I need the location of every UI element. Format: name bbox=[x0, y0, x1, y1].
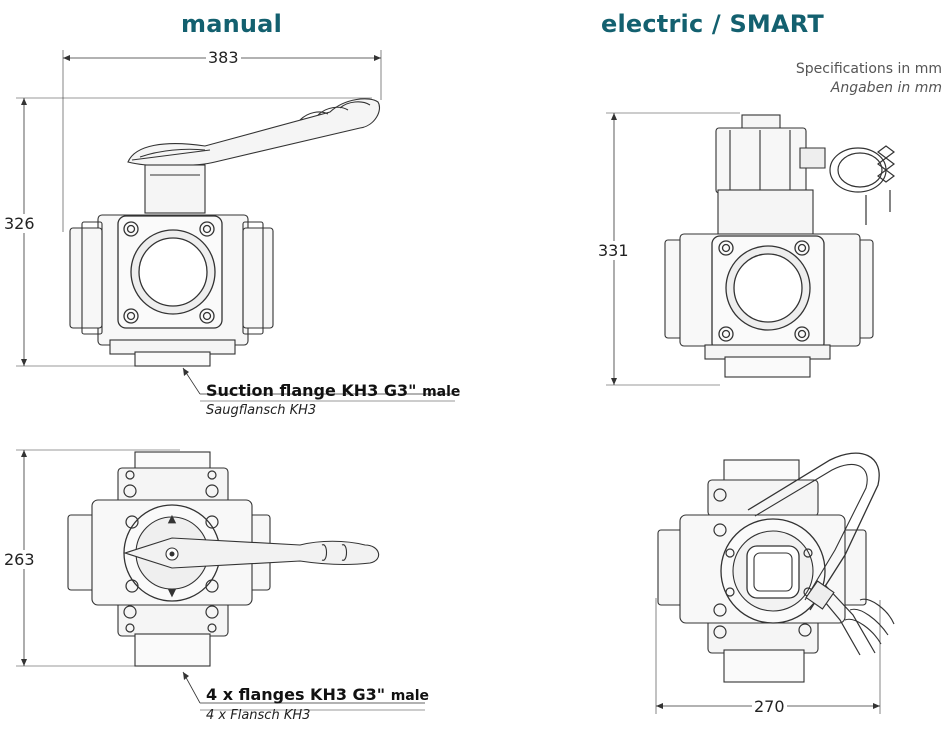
svg-text:▲: ▲ bbox=[168, 512, 177, 525]
dimension-manual-top-height: 263 bbox=[4, 550, 35, 569]
flanges-label: 4 x flanges KH3 G3" male bbox=[206, 685, 429, 704]
suction-flange-german: Saugflansch KH3 bbox=[206, 403, 317, 418]
manual-top-view: ▲ ▼ bbox=[16, 449, 425, 711]
manual-front-view bbox=[16, 50, 455, 402]
electric-front-view bbox=[606, 112, 895, 386]
dimension-manual-width: 383 bbox=[206, 48, 241, 67]
suction-flange-main: Suction flange KH3 G3" bbox=[206, 381, 417, 400]
flanges-main: 4 x flanges KH3 G3" bbox=[206, 685, 386, 704]
electric-top-view bbox=[655, 452, 895, 714]
svg-text:▼: ▼ bbox=[168, 586, 177, 599]
flanges-unit: male bbox=[390, 688, 430, 704]
suction-flange-unit: male bbox=[422, 384, 461, 400]
dimension-manual-height: 326 bbox=[4, 214, 35, 233]
specifications-note: Specifications in mm bbox=[795, 61, 942, 77]
dimension-electric-height: 331 bbox=[598, 241, 629, 260]
suction-flange-label: Suction flange KH3 G3" male bbox=[206, 381, 460, 400]
flanges-german: 4 x Flansch KH3 bbox=[206, 708, 311, 723]
dimension-electric-top-width: 270 bbox=[752, 697, 787, 716]
specifications-note-german: Angaben in mm bbox=[830, 80, 942, 96]
electric-smart-title: electric / SMART bbox=[601, 10, 824, 38]
manual-title: manual bbox=[181, 10, 282, 38]
